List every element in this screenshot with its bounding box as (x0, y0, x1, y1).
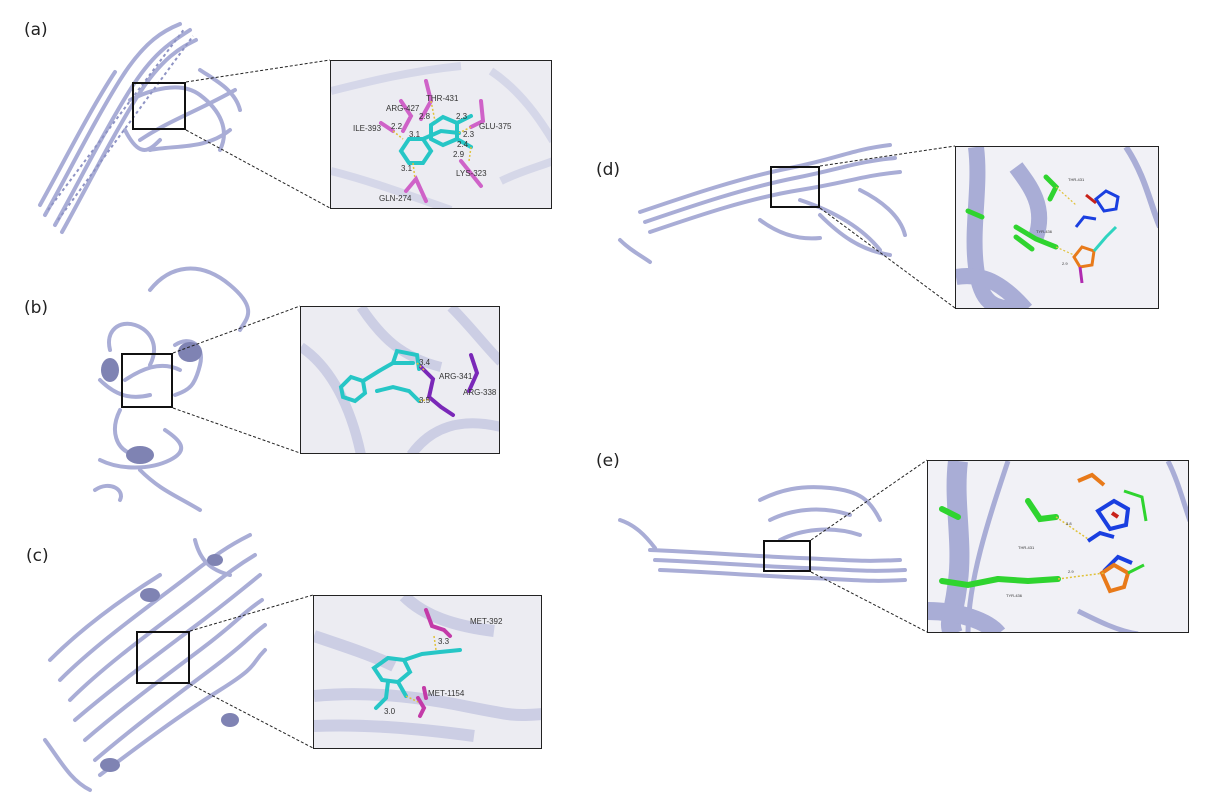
zoom-inset-e: THR-431 TYR-436 3.8 2.9 (927, 460, 1189, 633)
selection-box-e (763, 540, 811, 572)
residue-label-a-2: THR-431 (426, 94, 459, 103)
residue-label-a-5: LYS-323 (456, 169, 487, 178)
distance-label-b-2: 3.5 (419, 396, 431, 405)
selection-box-a (132, 82, 186, 130)
distance-label-d-1: 2.9 (1062, 261, 1068, 266)
distance-label-a-8: 2.3 (463, 130, 475, 139)
panel-label-b: (b) (24, 298, 49, 318)
residue-label-c-1: MET-392 (470, 617, 503, 626)
distance-label-e-1: 3.8 (1066, 521, 1072, 526)
distance-label-a-2: 2.2 (391, 122, 403, 131)
protein-structure-c (43, 533, 267, 792)
panel-label-a: (a) (24, 20, 48, 40)
distance-label-c-1: 3.3 (438, 637, 450, 646)
panel-label-c: (c) (26, 546, 49, 566)
distance-label-a-6: 2.9 (453, 150, 465, 159)
zoom-inset-c: MET-392 MET-1154 3.3 3.0 (313, 595, 542, 749)
residue-label-b-1: ARG-341 (439, 372, 473, 381)
zoom-inset-d: THR-431 TYR-436 2.9 (955, 146, 1159, 309)
distance-label-a-7: 3.1 (401, 164, 413, 173)
residue-label-e-2: TYR-436 (1006, 593, 1023, 598)
protein-structure-d (618, 143, 907, 264)
distance-label-a-3: 3.1 (409, 130, 421, 139)
distance-label-a-5: 2.4 (457, 140, 469, 149)
protein-structure-e (618, 485, 907, 583)
residue-label-c-2: MET-1154 (428, 689, 465, 698)
distance-label-a-1: 2.8 (419, 112, 431, 121)
distance-label-b-1: 3.4 (419, 358, 431, 367)
panel-label-e: (e) (596, 451, 620, 471)
selection-box-d (770, 166, 820, 208)
residue-label-e-1: THR-431 (1018, 545, 1035, 550)
selection-box-b (121, 353, 173, 408)
distance-label-a-4: 2.3 (456, 112, 468, 121)
selection-box-c (136, 631, 190, 684)
residue-label-a-3: ILE-393 (353, 124, 382, 133)
residue-label-a-4: GLU-375 (479, 122, 512, 131)
distance-label-e-2: 2.9 (1068, 569, 1074, 574)
residue-label-a-6: GLN-274 (379, 194, 412, 203)
residue-label-d-1: THR-431 (1068, 177, 1085, 182)
residue-label-a-1: ARG-427 (386, 104, 420, 113)
distance-label-c-2: 3.0 (384, 707, 396, 716)
panel-label-d: (d) (596, 160, 621, 180)
zoom-inset-b: ARG-341 ARG-338 3.4 3.5 (300, 306, 500, 454)
zoom-inset-a: ARG-427 THR-431 ILE-393 GLU-375 LYS-323 … (330, 60, 552, 209)
residue-label-d-2: TYR-436 (1036, 229, 1053, 234)
residue-label-b-2: ARG-338 (463, 388, 497, 397)
